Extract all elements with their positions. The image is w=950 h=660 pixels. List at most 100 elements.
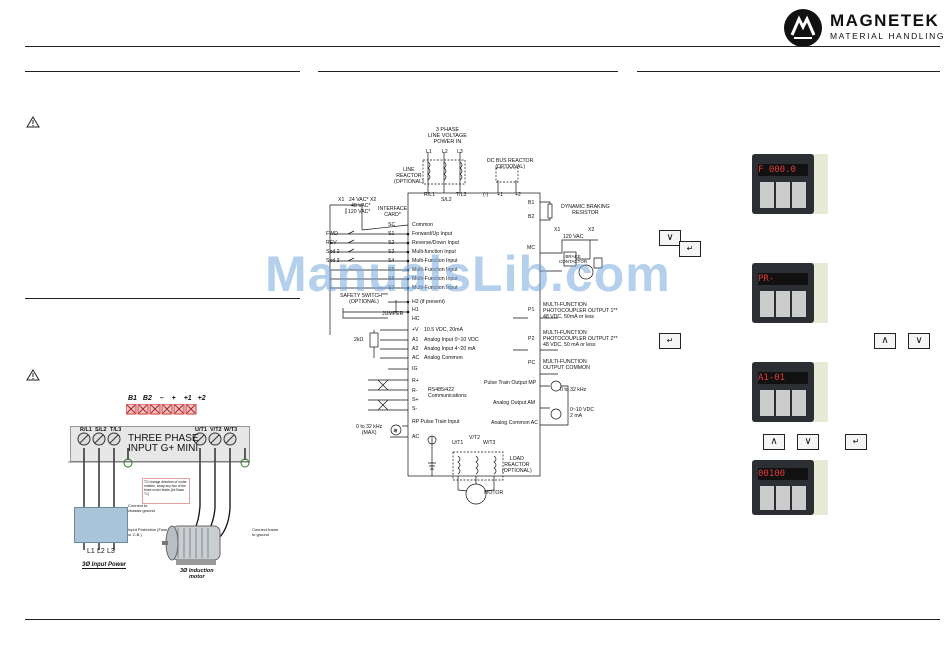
- input-term: S4: [388, 258, 395, 264]
- pulse-in-freq-text: (MAX): [361, 430, 377, 436]
- pulse-in-freq-text: 0 to 32 kHz: [356, 424, 383, 430]
- terminal-label: B2: [142, 395, 152, 402]
- analog-desc: Analog Input 4~20 mA: [424, 346, 476, 352]
- output-desc: MULTI-FUNCTION PHOTOCOUPLER OUTPUT 1** 4…: [543, 302, 617, 320]
- connect-frame-note: Connect frame to ground: [252, 527, 279, 537]
- rs485-text: RS485/422: [428, 387, 454, 393]
- input-desc: Multi-Function Input: [412, 285, 458, 291]
- chassis-ground-note: Connect to chassis ground: [128, 503, 155, 513]
- jumper-label: JUMPER: [382, 311, 404, 317]
- keypad-figure: 00100: [752, 460, 828, 515]
- up-arrow-key-icon: ∧: [763, 434, 785, 450]
- input-term: S6: [388, 276, 395, 282]
- h1-label: H1: [412, 307, 419, 313]
- load-reactor-text: (OPTIONAL): [502, 468, 532, 474]
- terminal-label: B1: [128, 395, 137, 402]
- line-reactor-label: LINE REACTOR (OPTIONAL): [394, 167, 424, 185]
- rs485-label: RS485/422 Communications: [428, 387, 467, 399]
- b-terminal: B1: [528, 200, 535, 206]
- input-protection-box: [74, 507, 128, 543]
- input-ext: Spd 3: [326, 258, 340, 264]
- b-terminal-labels: B1 B2 – + +1 +2: [128, 395, 206, 402]
- pulse-out-freq: 0 to 32 kHz: [560, 387, 587, 393]
- brake-x-label: X1: [554, 227, 561, 233]
- output-term: P1: [528, 307, 535, 313]
- input-term: S7: [388, 285, 395, 291]
- input-desc: Multi-Function Input: [412, 276, 458, 282]
- top-terminal: R/L1: [424, 192, 435, 198]
- input-term: SC: [388, 222, 396, 228]
- b-terminal-strip: [126, 404, 197, 415]
- keypad-display: PR-: [758, 273, 808, 285]
- input-desc: Multi-function Input: [412, 249, 456, 255]
- load-reactor-text: REACTOR: [504, 462, 530, 468]
- up-arrow-key-icon: ∧: [874, 333, 896, 349]
- rs485-term: S-: [412, 406, 418, 412]
- bottom-terminal: U/T1: [452, 440, 464, 446]
- analog-out-spec: 0~10 VDC 2 mA: [570, 407, 594, 419]
- safety-switch-label: SAFETY SWITCH*** (OPTIONAL): [340, 293, 388, 305]
- keypad-display: F 000.0: [758, 164, 808, 176]
- down-arrow-key-icon: ∨: [659, 230, 681, 246]
- pot-label: 2kΩ: [354, 337, 364, 343]
- left-column-rule: [25, 71, 300, 72]
- top-terminal: +1: [497, 192, 503, 198]
- rs485-term: R+: [412, 378, 419, 384]
- input-terminal-label: T/L3: [110, 427, 122, 433]
- motor-label-line1: 3Ø Induction: [180, 568, 214, 574]
- right-column-rule: [637, 71, 940, 72]
- x-label: 48 VAC*: [351, 203, 371, 209]
- footer-rule: [25, 619, 940, 620]
- input-terminal-label: R/L1: [80, 427, 92, 433]
- keypad-figure: PR-: [752, 263, 828, 323]
- h2-label: H2 (if present): [412, 299, 445, 305]
- keypad-display: 00100: [758, 468, 808, 480]
- bottom-line-label: L2: [97, 548, 105, 555]
- analog-term: A1: [412, 337, 419, 343]
- x-label: X1: [338, 197, 345, 203]
- motor-label: MOTOR: [484, 490, 504, 496]
- rotation-note: [142, 478, 190, 504]
- motor-label-line2: motor: [189, 574, 205, 580]
- line-reactor-text: (OPTIONAL): [394, 179, 424, 185]
- brake-x-label: X2: [588, 227, 595, 233]
- bottom-line-label: L1: [87, 548, 95, 555]
- output-desc-line: 48 VDC, 50mA or less: [543, 314, 595, 320]
- output-desc-line: PHOTOCOUPLER OUTPUT 1**: [543, 308, 618, 314]
- brake-contactor-text: CONTACTOR: [559, 259, 588, 264]
- terminal-screws: [77, 432, 237, 446]
- dynamic-braking-label: DYNAMIC BRAKING RESISTOR: [561, 204, 610, 216]
- power-in-line2: LINE VOLTAGE: [428, 133, 467, 139]
- wiring-diagram-lines: [329, 152, 603, 505]
- terminal-label: –: [159, 395, 164, 402]
- magnetek-logo-icon: [784, 9, 822, 47]
- rs485-term: S+: [412, 397, 419, 403]
- terminal-label: +: [171, 395, 176, 402]
- output-terminal-label: U/T1: [195, 427, 207, 433]
- bottom-terminal: W/T3: [483, 440, 496, 446]
- top-terminal: T/L3: [456, 192, 467, 198]
- keypad-keys: [760, 486, 806, 510]
- terminal-label: +2: [197, 395, 206, 402]
- power-in-line1: 3 PHASE: [435, 127, 460, 133]
- bottom-line-label: L3: [107, 548, 115, 555]
- enter-key-icon: ↵: [845, 434, 867, 450]
- output-term: PC: [528, 360, 536, 366]
- power-in-line3: POWER IN: [433, 139, 462, 145]
- output-desc: MULTI-FUNCTION PHOTOCOUPLER OUTPUT 2** 4…: [543, 330, 617, 348]
- dc-bus-reactor-text: (OPTIONAL): [495, 164, 525, 170]
- x-label: 24 VAC* X2: [349, 197, 377, 203]
- keypad-figure: A1-01: [752, 362, 828, 422]
- load-reactor-text: LOAD: [509, 456, 524, 462]
- input-desc: Reverse/Down Input: [412, 240, 459, 246]
- x-label: 120 VAC*: [348, 209, 371, 215]
- warning-icon: [26, 369, 40, 381]
- power-line-label: L1: [426, 149, 432, 155]
- keypad-figure: F 000.0: [752, 154, 828, 214]
- input-terminal-label: S/L2: [95, 427, 107, 433]
- rs485-text: Communications: [428, 393, 467, 399]
- input-term: S1: [388, 231, 395, 237]
- analog-desc: 10.5 VDC, 20mA: [424, 327, 463, 333]
- header-rule: [25, 46, 940, 47]
- dynamic-braking-text: DYNAMIC BRAKING: [561, 204, 610, 210]
